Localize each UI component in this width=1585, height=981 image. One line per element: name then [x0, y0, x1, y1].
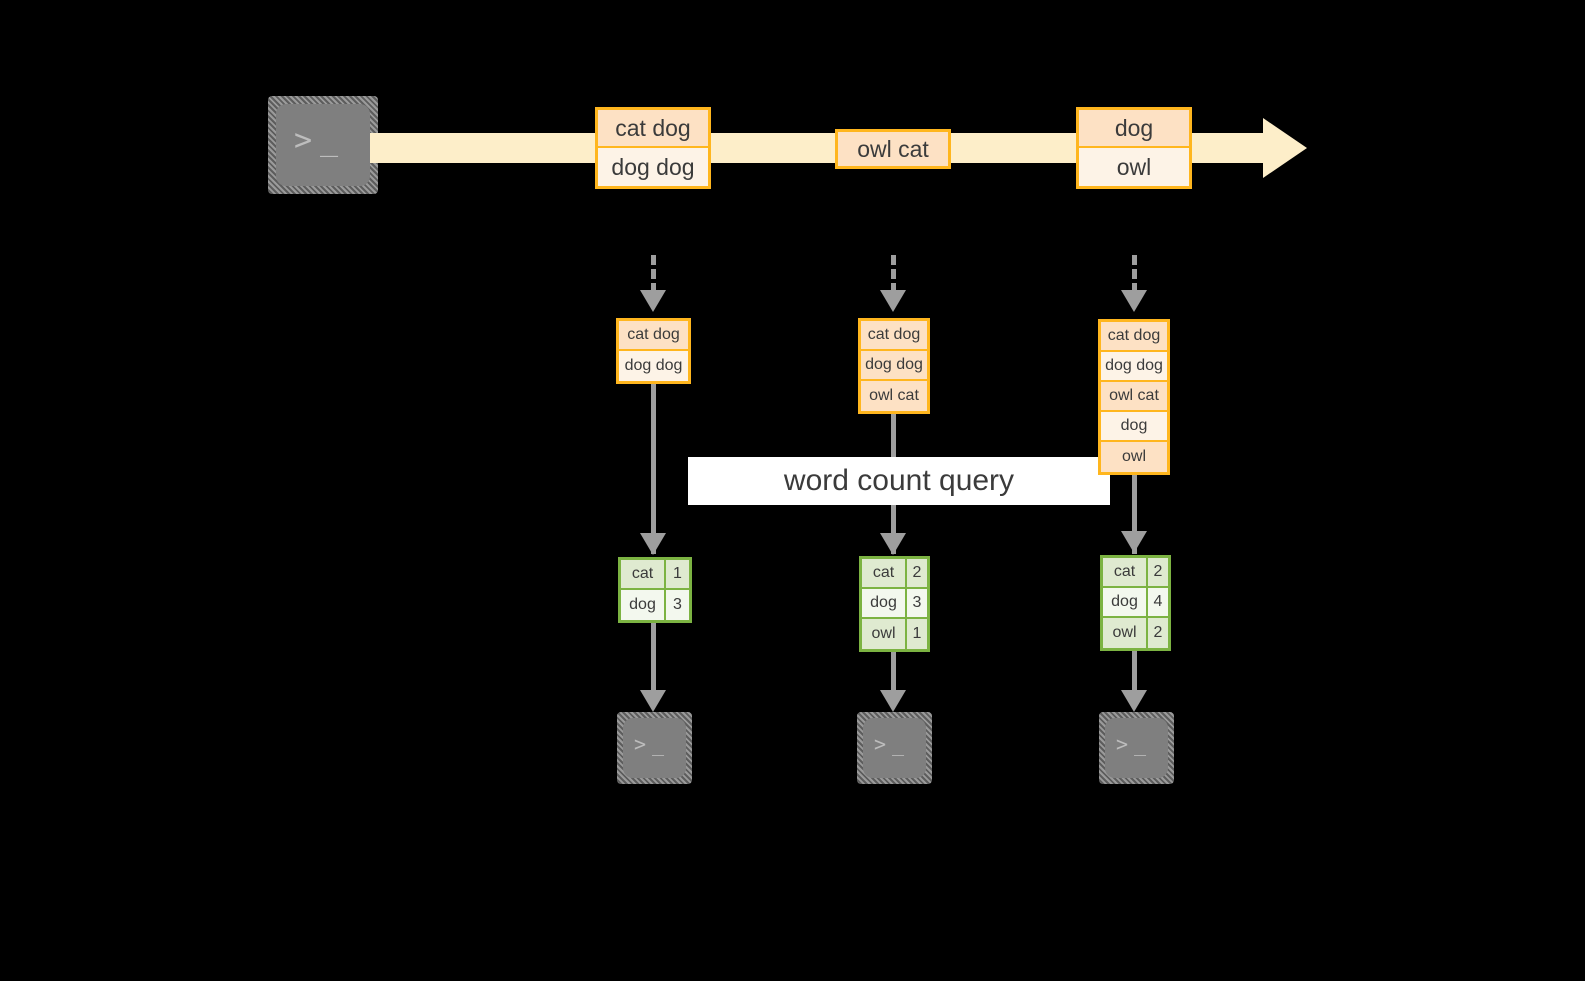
- table-row: dog 3: [862, 589, 927, 619]
- stream-line: dog: [1079, 110, 1189, 148]
- table-row: cat 2: [1103, 558, 1168, 588]
- terminal-cursor-glyph: _: [652, 732, 666, 756]
- arrow-head-icon: [1121, 531, 1147, 553]
- result-count: 4: [1148, 588, 1168, 616]
- result-table-1[interactable]: cat 1 dog 3: [618, 557, 692, 623]
- source-terminal-icon: > _: [268, 96, 378, 194]
- input-line: dog dog: [619, 351, 688, 381]
- input-line: cat dog: [861, 321, 927, 351]
- sink-terminal-icon-1: > _: [617, 712, 692, 784]
- input-line: dog dog: [1101, 352, 1167, 382]
- arrow-head-icon: [1121, 290, 1147, 312]
- stream-batch-box-2[interactable]: owl cat: [835, 129, 951, 169]
- terminal-prompt-glyph: >: [1116, 732, 1130, 756]
- query-banner-label: word count query: [783, 464, 1015, 497]
- terminal-cursor-glyph: _: [892, 732, 906, 756]
- result-word: owl: [1103, 618, 1148, 648]
- stream-batch-box-3[interactable]: dog owl: [1076, 107, 1192, 189]
- input-table-3[interactable]: cat dog dog dog owl cat dog owl: [1098, 319, 1170, 475]
- result-word: dog: [621, 590, 666, 620]
- result-to-sink-connector-2: [891, 652, 896, 695]
- table-row: owl 1: [862, 619, 927, 649]
- table-row: dog 4: [1103, 588, 1168, 618]
- result-table-2[interactable]: cat 2 dog 3 owl 1: [859, 556, 930, 652]
- terminal-screen: [623, 718, 686, 778]
- table-row: cat 1: [621, 560, 689, 590]
- result-count: 3: [907, 589, 927, 617]
- sink-terminal-icon-3: > _: [1099, 712, 1174, 784]
- result-count: 2: [907, 559, 927, 587]
- terminal-screen: [1105, 718, 1168, 778]
- terminal-prompt-glyph: >: [294, 123, 314, 158]
- result-word: owl: [862, 619, 907, 649]
- arrow-head-icon: [880, 290, 906, 312]
- result-to-sink-connector-1: [651, 623, 656, 695]
- stream-arrow-head-icon: [1263, 118, 1307, 178]
- input-table-2[interactable]: cat dog dog dog owl cat: [858, 318, 930, 414]
- input-line: owl cat: [1101, 382, 1167, 412]
- input-line: cat dog: [1101, 322, 1167, 352]
- result-count: 2: [1148, 618, 1168, 648]
- table-row: owl 2: [1103, 618, 1168, 648]
- terminal-screen: [863, 718, 926, 778]
- input-line: dog: [1101, 412, 1167, 442]
- result-count: 2: [1148, 558, 1168, 586]
- result-table-3[interactable]: cat 2 dog 4 owl 2: [1100, 555, 1171, 651]
- stream-to-input-connector-2: [891, 255, 896, 293]
- result-to-sink-connector-3: [1132, 651, 1137, 695]
- terminal-cursor-glyph: _: [320, 123, 340, 158]
- terminal-screen: [276, 104, 370, 186]
- terminal-prompt-glyph: >: [634, 732, 648, 756]
- arrow-head-icon: [640, 290, 666, 312]
- result-word: dog: [862, 589, 907, 617]
- stream-line: owl: [1079, 148, 1189, 186]
- stream-to-input-connector-3: [1132, 255, 1137, 293]
- stream-line: dog dog: [598, 148, 708, 186]
- table-row: dog 3: [621, 590, 689, 620]
- query-connector-1: [651, 384, 656, 554]
- input-table-1[interactable]: cat dog dog dog: [616, 318, 691, 384]
- input-line: owl: [1101, 442, 1167, 472]
- input-line: cat dog: [619, 321, 688, 351]
- result-count: 1: [907, 619, 927, 649]
- table-row: cat 2: [862, 559, 927, 589]
- input-line: owl cat: [861, 381, 927, 411]
- result-word: dog: [1103, 588, 1148, 616]
- arrow-head-icon: [1121, 690, 1147, 712]
- stream-to-input-connector-1: [651, 255, 656, 293]
- arrow-head-icon: [880, 533, 906, 555]
- result-word: cat: [621, 560, 666, 588]
- sink-terminal-icon-2: > _: [857, 712, 932, 784]
- stream-batch-box-1[interactable]: cat dog dog dog: [595, 107, 711, 189]
- input-line: dog dog: [861, 351, 927, 381]
- arrow-head-icon: [880, 690, 906, 712]
- result-count: 1: [666, 560, 689, 588]
- stream-line: owl cat: [838, 132, 948, 166]
- terminal-prompt-glyph: >: [874, 732, 888, 756]
- query-connector-3: [1132, 475, 1137, 554]
- result-word: cat: [1103, 558, 1148, 586]
- arrow-head-icon: [640, 690, 666, 712]
- terminal-cursor-glyph: _: [1134, 732, 1148, 756]
- stream-line: cat dog: [598, 110, 708, 148]
- query-banner: word count query: [688, 457, 1110, 505]
- arrow-head-icon: [640, 533, 666, 555]
- result-count: 3: [666, 590, 689, 620]
- result-word: cat: [862, 559, 907, 587]
